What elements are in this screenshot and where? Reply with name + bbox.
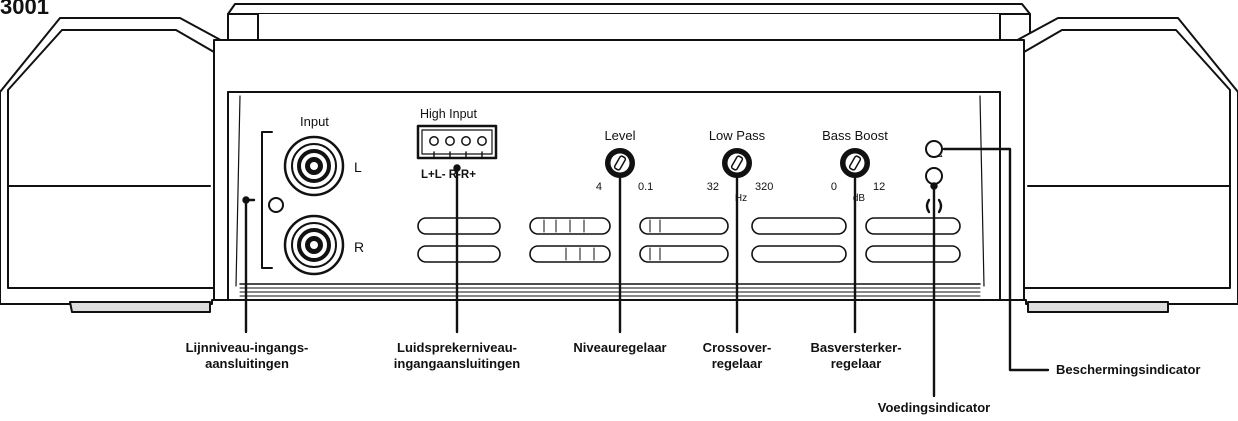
knob-max-label: 0.1 <box>638 181 653 193</box>
knob-min-label: 4 <box>596 181 602 193</box>
callout-protection: Beschermingsindicator <box>1056 362 1201 378</box>
callout-line-input-1: Lijnniveau-ingangs- <box>185 340 309 355</box>
right-end-cap <box>1009 17 1238 313</box>
knob-max-label: 12 <box>873 181 885 193</box>
knob-min-label: 0 <box>831 181 837 193</box>
speaker-level-connector[interactable] <box>416 124 498 160</box>
callout-line-input-2: aansluitingen <box>205 356 289 371</box>
rca-jack-left-icon[interactable] <box>283 135 345 197</box>
callout-leaders <box>242 147 1050 398</box>
rotary-knob-icon[interactable] <box>722 148 752 178</box>
callout-level-1: Niveauregelaar <box>573 340 667 355</box>
channel-l-label: L <box>354 159 362 175</box>
knob-name-label: Bass Boost <box>822 128 888 143</box>
callout-speaker-input-1: Luidsprekerniveau- <box>397 340 517 355</box>
rotary-knob-icon[interactable] <box>840 148 870 178</box>
left-end-cap <box>0 17 229 313</box>
callout-bass: Basversterker- regelaar <box>810 340 901 372</box>
power-led-icon <box>925 167 943 185</box>
callout-speaker-input: Luidsprekerniveau- ingangaansluitingen <box>394 340 520 372</box>
input-label: Input <box>300 114 329 129</box>
model-number: 3001 <box>0 0 49 19</box>
power-symbol-icon <box>925 198 943 214</box>
vent-slots <box>417 217 961 263</box>
callout-power: Voedingsindicator <box>878 400 990 416</box>
high-input-pins: L+L- R-R+ <box>421 169 476 181</box>
knob-unit-label: dB <box>853 193 866 204</box>
rotary-knob-icon[interactable] <box>605 148 635 178</box>
callout-crossover: Crossover- regelaar <box>703 340 772 372</box>
channel-r-label: R <box>354 239 364 255</box>
callout-level: Niveauregelaar <box>573 340 666 356</box>
knob-name-label: Level <box>604 128 635 143</box>
knob-min-label: 32 <box>707 181 719 193</box>
high-input-label: High Input <box>420 107 478 121</box>
callout-crossover-1: Crossover- <box>702 340 772 355</box>
protection-led-icon <box>925 140 943 158</box>
knob-name-label: Low Pass <box>709 128 766 143</box>
knob-max-label: 320 <box>755 181 773 193</box>
callout-crossover-2: regelaar <box>711 356 763 371</box>
callout-power-1: Voedingsindicator <box>877 400 991 415</box>
line-input-bracket <box>261 131 284 269</box>
callout-line-input: Lijnniveau-ingangs- aansluitingen <box>186 340 309 372</box>
rca-jack-right-icon[interactable] <box>283 214 345 276</box>
callout-bass-2: regelaar <box>830 356 882 371</box>
callout-bass-1: Basversterker- <box>810 340 902 355</box>
knob-unit-label: Hz <box>735 193 747 204</box>
callout-speaker-input-2: ingangaansluitingen <box>393 356 521 371</box>
callout-protection-1: Beschermingsindicator <box>1056 362 1201 377</box>
